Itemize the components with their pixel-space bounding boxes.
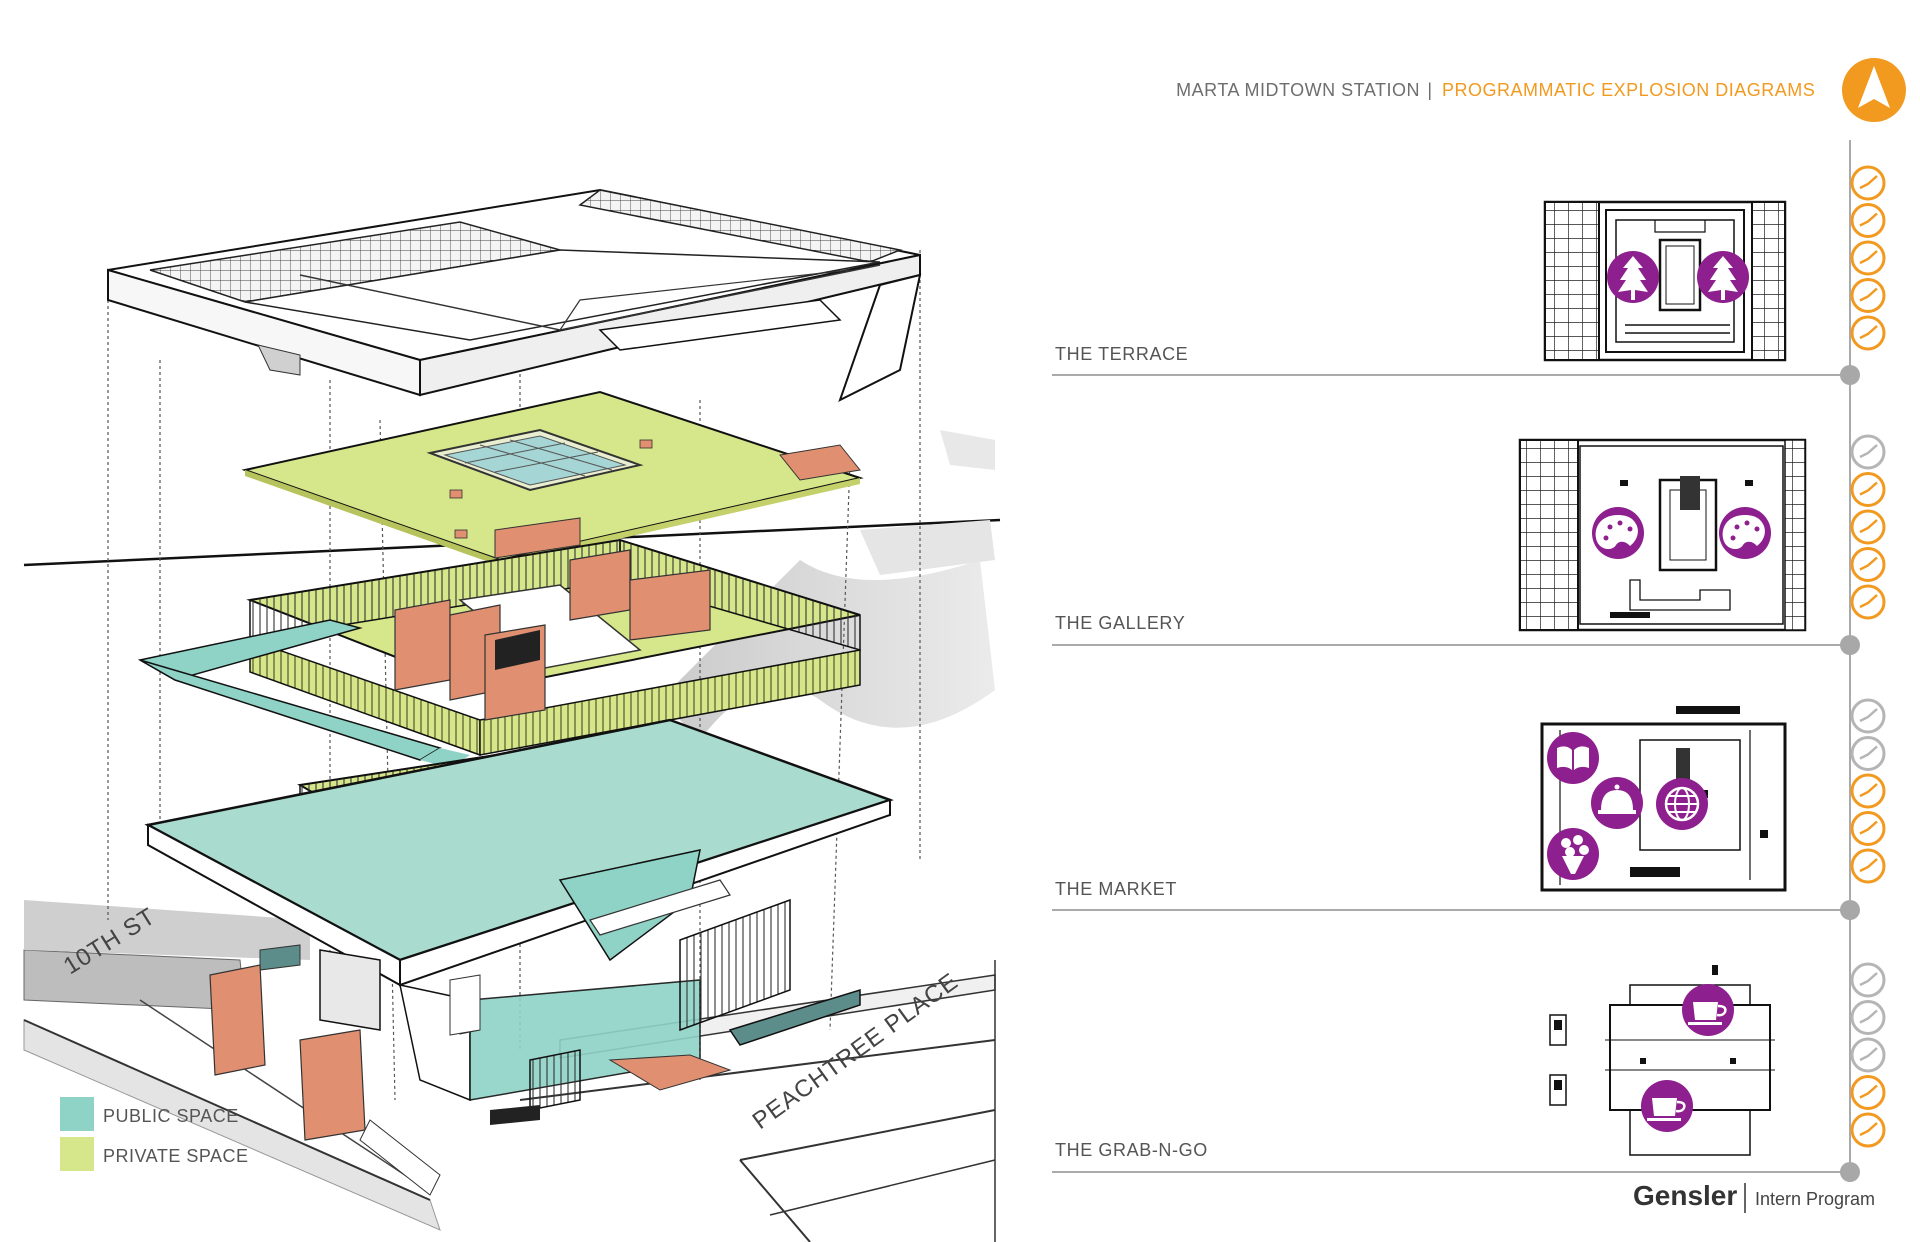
- clock-icon-inactive: [1850, 698, 1886, 734]
- clock-icon-inactive: [1850, 736, 1886, 771]
- level-label-grab-n-go: THE GRAB-N-GO: [1055, 1140, 1208, 1160]
- coffee-cup-icon: [1641, 1080, 1693, 1132]
- program-label: Intern Program: [1755, 1189, 1875, 1209]
- gallery-level-slab: [241, 390, 864, 566]
- palette-icon: [1719, 507, 1771, 559]
- clock-icon-active: [1850, 811, 1886, 846]
- level-progress-indicators: [1850, 165, 1886, 1148]
- legend-label-private: PRIVATE SPACE: [103, 1146, 249, 1166]
- header: MARTA MIDTOWN STATION | PROGRAMMATIC EXP…: [1176, 58, 1906, 122]
- level-row-market: THE MARKET: [1052, 706, 1860, 920]
- level-row-grab-n-go: THE GRAB-N-GO: [1052, 965, 1860, 1182]
- level-index: THE TERRACE: [1052, 140, 1886, 1182]
- clock-icon-active: [1850, 584, 1886, 620]
- clock-icon-active: [1850, 472, 1886, 507]
- clock-icon-active: [1850, 509, 1886, 545]
- level-label-terrace: THE TERRACE: [1055, 344, 1188, 364]
- level-marker-dot[interactable]: [1840, 635, 1860, 655]
- flowers-icon: [1547, 828, 1599, 880]
- legend-label-public: PUBLIC SPACE: [103, 1106, 239, 1126]
- legend: PUBLIC SPACE PRIVATE SPACE: [60, 1097, 249, 1171]
- header-separator: |: [1427, 80, 1432, 100]
- clock-icon-inactive: [1850, 1037, 1886, 1073]
- roof-canopy: [107, 188, 922, 402]
- legend-swatch-public: [60, 1097, 94, 1131]
- legend-swatch-private: [60, 1137, 94, 1171]
- tree-icon: [1607, 251, 1659, 303]
- level-row-terrace: THE TERRACE: [1052, 200, 1860, 385]
- clock-icon-inactive: [1850, 962, 1886, 998]
- clock-icon-inactive: [1850, 434, 1886, 470]
- clock-icon-active: [1850, 278, 1886, 313]
- palette-icon: [1592, 507, 1644, 559]
- clock-icon-active: [1850, 165, 1886, 201]
- clock-icon-inactive: [1850, 1000, 1886, 1035]
- level-marker-dot[interactable]: [1840, 365, 1860, 385]
- exploded-axonometric-diagram: 10TH ST PEACHTREE PLACE: [23, 188, 1001, 1242]
- north-arrow-icon: [1842, 58, 1906, 122]
- tree-icon: [1697, 251, 1749, 303]
- brand-logo: Gensler: [1633, 1180, 1737, 1211]
- coffee-cup-icon: [1682, 984, 1734, 1036]
- page-title: PROGRAMMATIC EXPLOSION DIAGRAMS: [1442, 80, 1815, 100]
- clock-icon-active: [1850, 1075, 1886, 1110]
- project-title: MARTA MIDTOWN STATION: [1176, 80, 1420, 100]
- level-marker-dot[interactable]: [1840, 1162, 1860, 1182]
- clock-icon-active: [1850, 203, 1886, 238]
- level-label-gallery: THE GALLERY: [1055, 613, 1185, 633]
- globe-icon: [1656, 778, 1708, 830]
- clock-icon-active: [1850, 240, 1886, 276]
- level-row-gallery: THE GALLERY: [1052, 438, 1860, 655]
- public-ground-slab: [144, 718, 894, 1196]
- level-label-market: THE MARKET: [1055, 879, 1177, 899]
- footer: Gensler Intern Program: [1633, 1180, 1875, 1213]
- level-marker-dot[interactable]: [1840, 900, 1860, 920]
- food-dome-icon: [1591, 777, 1643, 829]
- market-level-slab: [137, 538, 861, 768]
- book-icon: [1547, 732, 1599, 784]
- floor-plan-terrace: [1543, 200, 1787, 362]
- clock-icon-active: [1850, 1112, 1886, 1148]
- clock-icon-active: [1850, 315, 1886, 351]
- core-blocks: [394, 549, 711, 721]
- clock-icon-active: [1850, 547, 1886, 582]
- clock-icon-active: [1850, 773, 1886, 809]
- clock-icon-active: [1850, 848, 1886, 884]
